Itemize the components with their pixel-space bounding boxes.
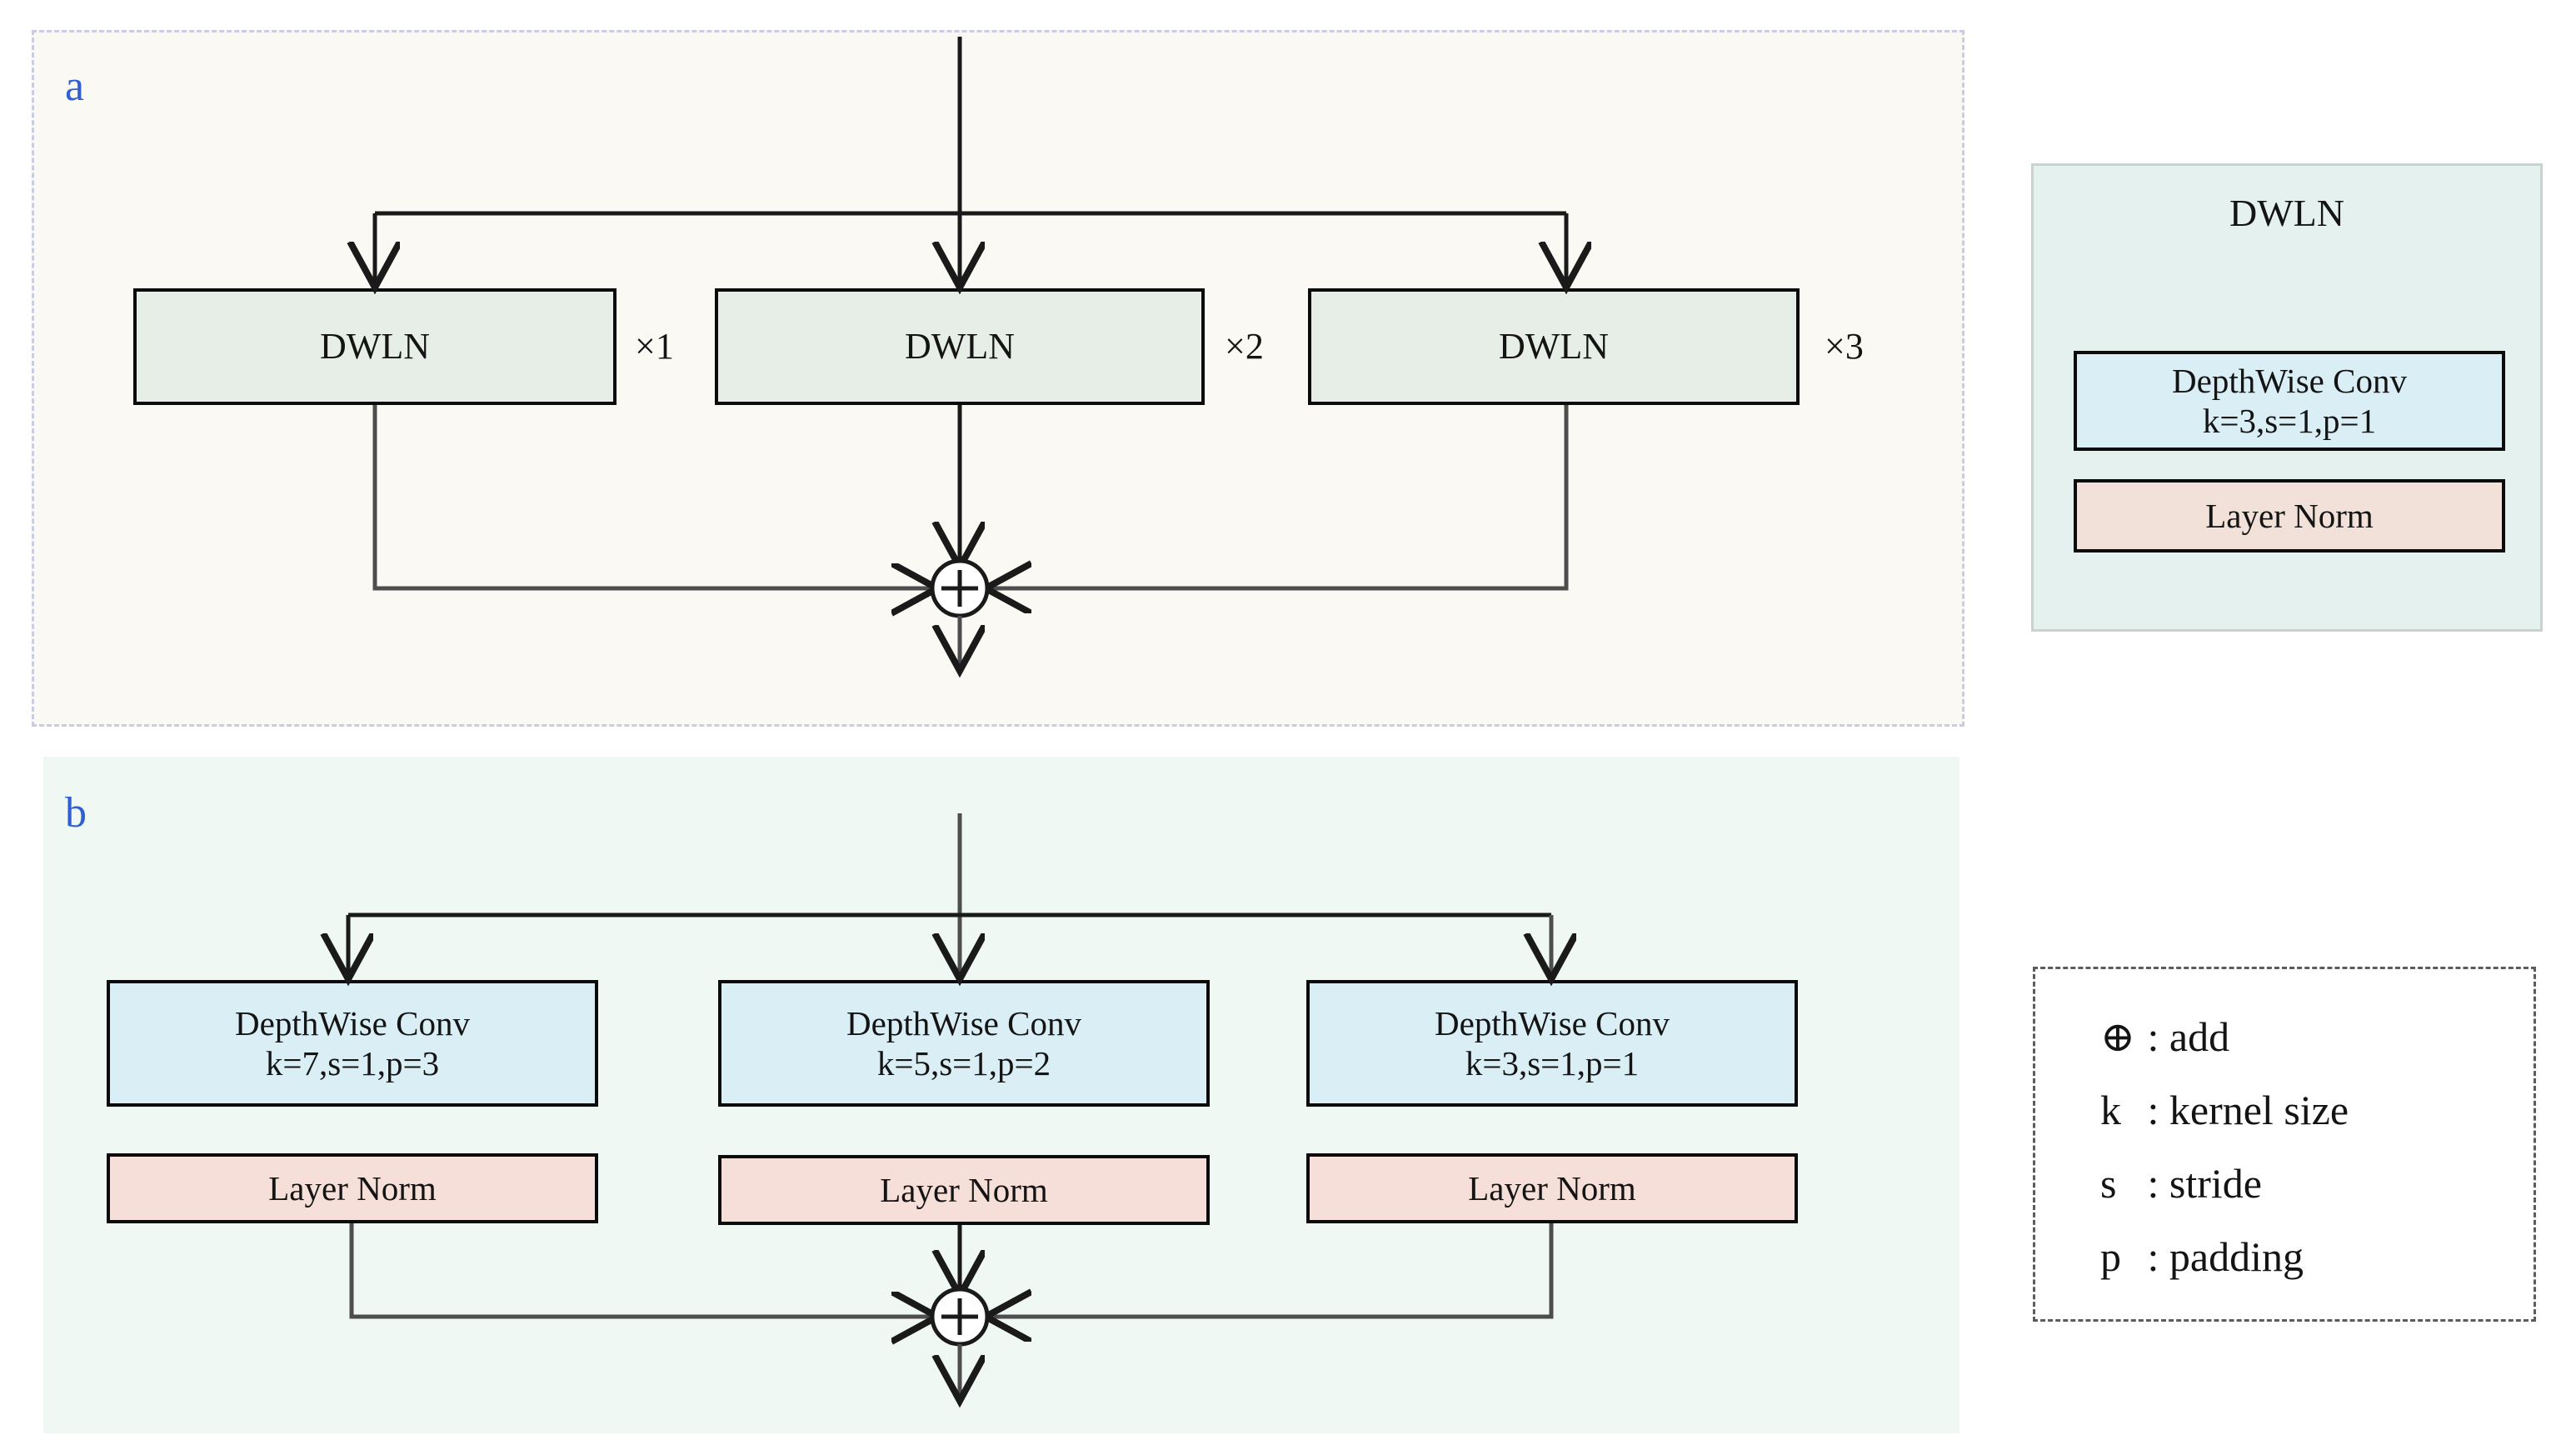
add-icon: ⊕ bbox=[2100, 1013, 2135, 1060]
stride-symbol: s bbox=[2100, 1160, 2117, 1207]
kernel-symbol: k bbox=[2100, 1087, 2121, 1133]
panel-a-block-2: DWLN bbox=[715, 288, 1205, 405]
panel-b-conv-3-params: k=3,s=1,p=1 bbox=[1465, 1044, 1640, 1082]
panel-b-norm-2: Layer Norm bbox=[718, 1155, 1210, 1225]
panel-a-multiplier-2: ×2 bbox=[1225, 326, 1264, 367]
legend-row-padding: p : padding bbox=[2100, 1236, 2534, 1278]
panel-b-letter: b bbox=[65, 789, 87, 837]
panel-a-block-3-label: DWLN bbox=[1499, 326, 1609, 368]
panel-b-conv-1-params: k=7,s=1,p=3 bbox=[265, 1044, 440, 1082]
panel-b-norm-2-label: Layer Norm bbox=[880, 1170, 1048, 1209]
dwln-legend-conv-block: DepthWise Conv k=3,s=1,p=1 bbox=[2074, 351, 2505, 451]
dwln-legend-conv-title: DepthWise Conv bbox=[2172, 361, 2407, 400]
legend-text-kernel: : kernel size bbox=[2147, 1087, 2349, 1133]
panel-a-block-3: DWLN bbox=[1308, 288, 1800, 405]
panel-b-conv-2-title: DepthWise Conv bbox=[846, 1003, 1081, 1042]
legend-text-padding: : padding bbox=[2147, 1233, 2304, 1280]
panel-a-block-1-label: DWLN bbox=[320, 326, 430, 368]
panel-b-norm-3-label: Layer Norm bbox=[1468, 1168, 1636, 1208]
panel-b-conv-3: DepthWise Conv k=3,s=1,p=1 bbox=[1306, 980, 1798, 1107]
dwln-legend-norm-block: Layer Norm bbox=[2074, 479, 2505, 552]
symbol-legend: ⊕ : add k : kernel size s : stride p : p… bbox=[2033, 967, 2536, 1322]
padding-symbol: p bbox=[2100, 1233, 2121, 1280]
dwln-legend-conv-params: k=3,s=1,p=1 bbox=[2202, 402, 2377, 440]
legend-row-kernel: k : kernel size bbox=[2100, 1089, 2534, 1131]
panel-b-norm-3: Layer Norm bbox=[1306, 1153, 1798, 1223]
panel-b-conv-1-title: DepthWise Conv bbox=[235, 1003, 470, 1042]
dwln-legend-norm-label: Layer Norm bbox=[2205, 496, 2374, 535]
panel-a-block-2-label: DWLN bbox=[905, 326, 1015, 368]
panel-b-conv-2-params: k=5,s=1,p=2 bbox=[876, 1044, 1051, 1082]
dwln-legend-title: DWLN bbox=[2229, 192, 2344, 234]
panel-a-block-1: DWLN bbox=[133, 288, 617, 405]
panel-b-norm-1-label: Layer Norm bbox=[268, 1168, 437, 1208]
panel-b-norm-1: Layer Norm bbox=[107, 1153, 598, 1223]
panel-b-conv-1: DepthWise Conv k=7,s=1,p=3 bbox=[107, 980, 598, 1107]
legend-row-add: ⊕ : add bbox=[2100, 1016, 2534, 1058]
legend-row-stride: s : stride bbox=[2100, 1162, 2534, 1204]
panel-a-letter: a bbox=[65, 62, 85, 110]
panel-b-conv-3-title: DepthWise Conv bbox=[1435, 1003, 1670, 1042]
legend-text-stride: : stride bbox=[2147, 1160, 2262, 1207]
panel-b-conv-2: DepthWise Conv k=5,s=1,p=2 bbox=[718, 980, 1210, 1107]
panel-a-multiplier-3: ×3 bbox=[1825, 326, 1864, 367]
legend-text-add: : add bbox=[2147, 1013, 2230, 1060]
dwln-legend-card: DWLN DepthWise Conv k=3,s=1,p=1 Layer No… bbox=[2031, 163, 2543, 632]
panel-a-multiplier-1: ×1 bbox=[635, 326, 674, 367]
